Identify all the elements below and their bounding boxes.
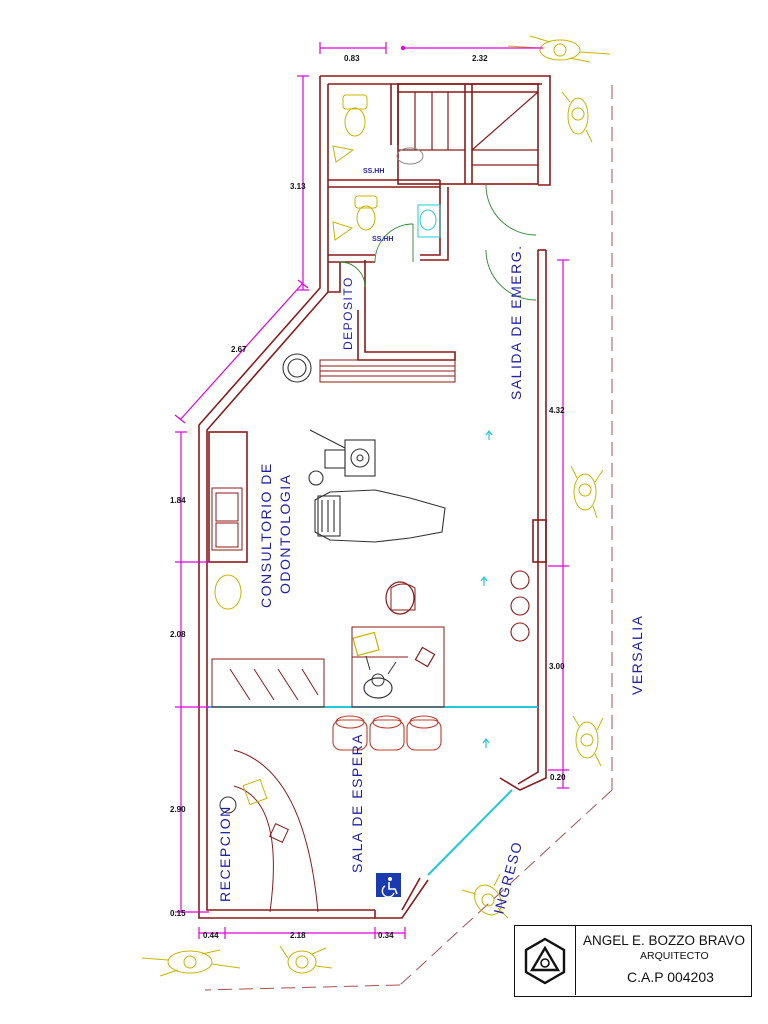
dim-right-upper: 4.32 bbox=[549, 406, 565, 415]
dimension-labels: 0.83 2.32 3.13 2.67 1.84 2.08 2.90 0.15 … bbox=[170, 54, 566, 940]
title-block: ANGEL E. BOZZO BRAVO ARQUITECTO C.A.P 00… bbox=[514, 925, 752, 997]
accessible-icon bbox=[376, 873, 401, 898]
property-boundary bbox=[204, 85, 613, 991]
logo bbox=[515, 926, 576, 995]
dim-left-a: 1.84 bbox=[170, 496, 186, 505]
people-figures bbox=[141, 35, 611, 977]
dim-left-b: 2.08 bbox=[170, 630, 186, 639]
label-deposito: DEPOSITO bbox=[341, 276, 355, 350]
label-sshh-lower: SS.HH bbox=[372, 236, 393, 243]
dimension-lines bbox=[174, 42, 569, 939]
dim-right-bottom: 0.20 bbox=[550, 773, 566, 782]
flow-arrows bbox=[480, 430, 493, 748]
dim-right-lower: 3.00 bbox=[549, 662, 565, 671]
label-ingreso: INGRESO bbox=[490, 839, 525, 916]
label-consultorio: CONSULTORIO DE bbox=[258, 462, 274, 608]
desk bbox=[211, 626, 445, 708]
dim-left-c: 2.90 bbox=[170, 805, 186, 814]
dim-bottom-b: 2.18 bbox=[290, 931, 306, 940]
waiting-chairs bbox=[332, 570, 530, 751]
architect-name: ANGEL E. BOZZO BRAVO bbox=[583, 933, 746, 948]
label-versalia: VERSALIA bbox=[629, 615, 645, 695]
dental-chair bbox=[282, 353, 446, 543]
dim-left-d: 0.15 bbox=[170, 909, 186, 918]
desk-items bbox=[352, 581, 436, 699]
label-salida: SALIDA DE EMERG. bbox=[508, 245, 524, 400]
label-odontologia: ODONTOLOGIA bbox=[277, 474, 293, 594]
dim-bottom-a: 0.44 bbox=[203, 931, 219, 940]
architect-logo-icon bbox=[524, 937, 566, 984]
label-sshh-upper: SS.HH bbox=[363, 168, 384, 175]
dim-bottom-c: 0.34 bbox=[378, 931, 394, 940]
room-labels: SS.HH SS.HH DEPOSITO SALIDA DE EMERG. CO… bbox=[217, 168, 645, 916]
glass-partitions bbox=[207, 706, 538, 876]
doors bbox=[339, 184, 537, 301]
fixtures bbox=[211, 94, 441, 610]
ramp bbox=[319, 359, 456, 383]
architect-cap: C.A.P 004203 bbox=[627, 969, 714, 985]
reception-counter bbox=[219, 749, 319, 913]
dim-top-left: 0.83 bbox=[344, 54, 360, 63]
dim-diagonal: 2.67 bbox=[231, 345, 247, 354]
dim-top-right: 2.32 bbox=[472, 54, 488, 63]
dim-left-upper: 3.13 bbox=[290, 182, 306, 191]
walls bbox=[198, 75, 551, 919]
stair bbox=[398, 91, 539, 166]
label-sala-espera: SALA DE ESPERA bbox=[349, 733, 365, 873]
label-recepcion: RECEPCION bbox=[217, 805, 233, 902]
architect-role: ARQUITECTO bbox=[640, 950, 709, 962]
